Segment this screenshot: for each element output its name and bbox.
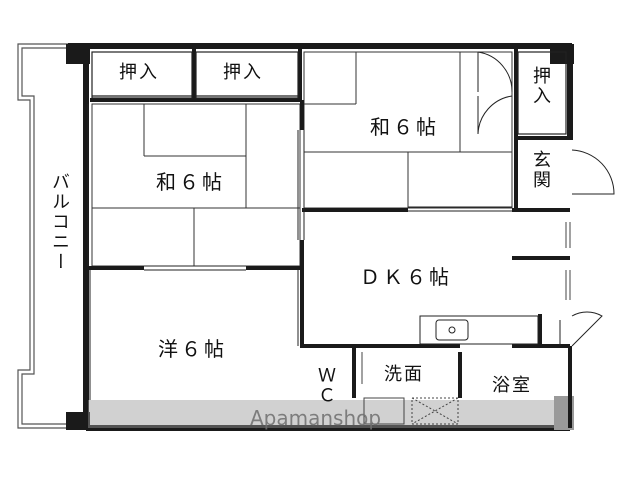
closet-right-label: 押入 bbox=[530, 66, 551, 106]
door-swings bbox=[477, 51, 615, 347]
yoshitsu-label: 洋６帖 bbox=[158, 337, 227, 361]
watermark: Apamanshop bbox=[250, 406, 382, 430]
wall-corner-top-right bbox=[550, 44, 574, 64]
sliding-doors bbox=[87, 104, 512, 400]
closet-left-label: 押入 bbox=[119, 62, 159, 83]
balcony-label: バルコニー bbox=[49, 172, 70, 272]
closet-mid-label: 押入 bbox=[223, 62, 263, 83]
balcony-outline bbox=[17, 43, 70, 429]
washitsu-right-label: 和６帖 bbox=[370, 115, 439, 139]
washitsu-left-label: 和６帖 bbox=[156, 170, 225, 194]
floor-shade-bottom bbox=[88, 400, 554, 428]
wc-label: ＷＣ bbox=[315, 366, 336, 406]
outer-walls bbox=[68, 43, 573, 431]
bath-fixtures bbox=[361, 222, 571, 425]
dk-label: ＤＫ６帖 bbox=[360, 265, 452, 289]
entrance-label: 玄関 bbox=[530, 150, 551, 190]
washroom-label: 洗面 bbox=[384, 364, 424, 385]
bathroom-label: 浴室 bbox=[492, 375, 532, 396]
wall-corner-bottom-left bbox=[66, 412, 90, 430]
inner-walls bbox=[88, 46, 572, 428]
closet-frames bbox=[91, 51, 567, 135]
wall-corner-top-left bbox=[66, 44, 90, 64]
kitchen-counter bbox=[419, 315, 539, 345]
